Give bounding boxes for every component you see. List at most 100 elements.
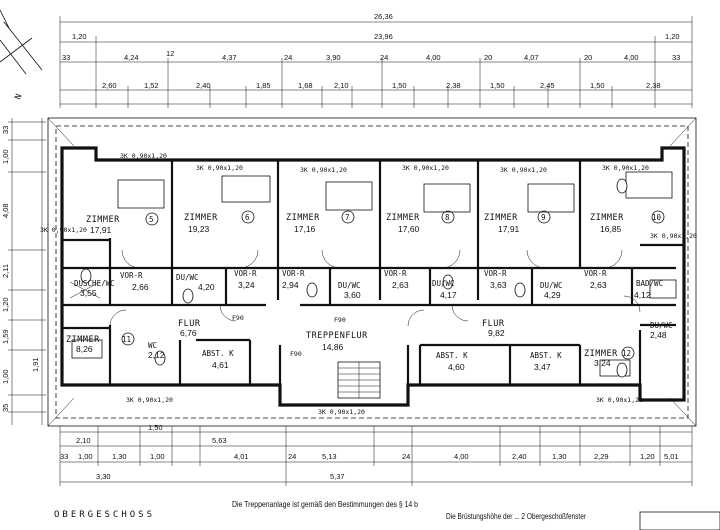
dim-bottom-row-3: 33 1,00 1,30 1,00 4,01 24 5,13 24 4,00 2…: [60, 452, 679, 461]
svg-text:1,30: 1,30: [552, 452, 567, 461]
room-zimmer-9: ZIMMER 9 17,91: [484, 210, 551, 234]
svg-text:2,38: 2,38: [646, 81, 661, 90]
svg-text:1,59: 1,59: [1, 329, 10, 344]
room-zimmer-5: ZIMMER 5 17,91: [86, 212, 159, 235]
dim-inner: 23,96: [374, 32, 393, 41]
room-duwc-2: DU/WC3,60: [338, 281, 361, 300]
room-vorr-5: VOR-R3,63: [484, 269, 507, 290]
svg-text:1,20: 1,20: [640, 452, 655, 461]
title-block-corner: [639, 511, 720, 530]
dim-row-3: 2,60 1,52 2,40 1,85 1,68 2,10 1,50 2,38 …: [102, 81, 661, 90]
svg-text:F90: F90: [232, 314, 244, 322]
dim-end-right: 1,20: [665, 32, 680, 41]
svg-text:ZIMMER: ZIMMER: [584, 349, 618, 359]
doors: [109, 249, 641, 327]
room-duwc-1: DU/WC4,20: [176, 273, 215, 292]
footnote-stairs: Die Treppenanlage ist gemäß den Bestimmu…: [232, 499, 418, 509]
svg-text:1,30: 1,30: [112, 452, 127, 461]
north-arrow: N: [0, 9, 43, 101]
room-zimmer-7: ZIMMER 7 17,16: [286, 210, 355, 234]
room-duwc-3: DU/WC 4,17: [432, 279, 457, 300]
svg-text:1,52: 1,52: [144, 81, 159, 90]
svg-text:12: 12: [166, 49, 174, 58]
svg-text:1,20: 1,20: [1, 297, 10, 312]
svg-text:TREPPENFLUR: TREPPENFLUR: [306, 331, 368, 341]
svg-text:2,48: 2,48: [650, 330, 667, 340]
room-vorr-2: VOR-R3,24: [234, 269, 257, 290]
dim-row-2: 33 4,24 12 4,37 24 3,90 24 4,00 20 4,07 …: [62, 49, 680, 62]
room-abst-1: ABST. K4,61: [202, 349, 234, 370]
room-wc: WC2,12: [148, 341, 165, 360]
svg-text:11: 11: [122, 335, 131, 344]
window-note-bottom-left: 3K 0,90x1,20: [126, 396, 173, 404]
svg-text:F90: F90: [334, 316, 346, 324]
window-note-bottom-right: 3K 0,90x1,20: [596, 396, 643, 404]
svg-text:1,68: 1,68: [298, 81, 313, 90]
svg-text:4,24: 4,24: [124, 53, 139, 62]
svg-text:4,07: 4,07: [524, 53, 539, 62]
svg-text:2,11: 2,11: [1, 264, 10, 278]
svg-text:3,55: 3,55: [80, 288, 97, 298]
svg-text:17,91: 17,91: [498, 224, 520, 234]
svg-text:2,66: 2,66: [132, 282, 149, 292]
svg-text:1,50: 1,50: [392, 81, 407, 90]
svg-text:2,38: 2,38: [446, 81, 461, 90]
svg-text:3K 0,90x1,20: 3K 0,90x1,20: [602, 164, 649, 172]
svg-text:8: 8: [445, 213, 450, 222]
room-zimmer-12: ZIMMER 12 3,24: [584, 346, 635, 368]
svg-text:2,40: 2,40: [512, 452, 527, 461]
svg-text:35: 35: [1, 404, 10, 412]
svg-text:3,63: 3,63: [490, 280, 507, 290]
dim-overall: 26,36: [374, 12, 393, 21]
staircase: [337, 361, 381, 399]
svg-text:4,00: 4,00: [426, 53, 441, 62]
svg-text:ZIMMER: ZIMMER: [86, 215, 120, 225]
svg-text:4,12: 4,12: [634, 290, 651, 300]
left-dimensions: 33 1,00 4,08 2,11 1,20 1,59 1,00 35 1,91: [1, 118, 46, 425]
svg-text:2,45: 2,45: [540, 81, 555, 90]
svg-text:1,00: 1,00: [78, 452, 93, 461]
room-zimmer-8: ZIMMER 8 17,60: [386, 210, 455, 234]
furniture: [69, 171, 677, 378]
room-labels: ZIMMER 5 17,91 ZIMMER 6 19,23 ZIMMER 7 1…: [66, 210, 665, 368]
svg-text:1,50: 1,50: [590, 81, 605, 90]
svg-text:4,00: 4,00: [624, 53, 639, 62]
svg-text:4,17: 4,17: [440, 290, 457, 300]
svg-text:2,94: 2,94: [282, 280, 299, 290]
svg-text:VOR-R: VOR-R: [384, 269, 407, 278]
top-dimensions: 26,36 23,96 1,20 1,20 33 4,24 12 4,37 24…: [59, 12, 693, 108]
svg-text:3K 0,90x1,20: 3K 0,90x1,20: [402, 164, 449, 172]
svg-text:DU/WC: DU/WC: [176, 273, 199, 282]
window-notes: 3K 0,90x1,20 3K 0,90x1,20 3K 0,90x1,20 3…: [40, 152, 697, 416]
svg-text:ZIMMER: ZIMMER: [286, 213, 320, 223]
svg-text:4,37: 4,37: [222, 53, 237, 62]
svg-text:4,01: 4,01: [234, 452, 249, 461]
svg-text:33: 33: [672, 53, 680, 62]
svg-text:2,63: 2,63: [392, 280, 409, 290]
room-zimmer-11: ZIMMER 11 8,26: [66, 332, 135, 354]
svg-text:3,24: 3,24: [594, 358, 611, 368]
svg-text:7: 7: [345, 213, 350, 222]
svg-text:16,85: 16,85: [600, 224, 622, 234]
svg-text:8,26: 8,26: [76, 344, 93, 354]
window-note-right: 3K 0,90x1,20: [650, 232, 697, 240]
svg-text:4,61: 4,61: [212, 360, 229, 370]
svg-text:3,24: 3,24: [238, 280, 255, 290]
room-duwc-5: DU/WC2,48: [650, 321, 673, 340]
svg-text:DU/WC: DU/WC: [432, 279, 455, 288]
svg-text:3K 0,90x1,20: 3K 0,90x1,20: [500, 166, 547, 174]
room-vorr-3: VOR-R 2,94: [282, 269, 305, 290]
svg-text:4,29: 4,29: [544, 290, 561, 300]
room-abst-2: ABST. K4,60: [436, 351, 468, 372]
svg-text:1,50: 1,50: [490, 81, 505, 90]
svg-text:1,85: 1,85: [256, 81, 271, 90]
svg-text:10: 10: [652, 213, 662, 222]
svg-text:2,63: 2,63: [590, 280, 607, 290]
svg-text:19,23: 19,23: [188, 224, 210, 234]
svg-text:VOR-R: VOR-R: [282, 269, 305, 278]
svg-text:12: 12: [622, 349, 631, 358]
svg-text:4,08: 4,08: [1, 203, 10, 218]
footnote-window: Die Brüstungshöhe der ... 2 Obergeschoßf…: [446, 511, 586, 521]
svg-text:24: 24: [284, 53, 292, 62]
